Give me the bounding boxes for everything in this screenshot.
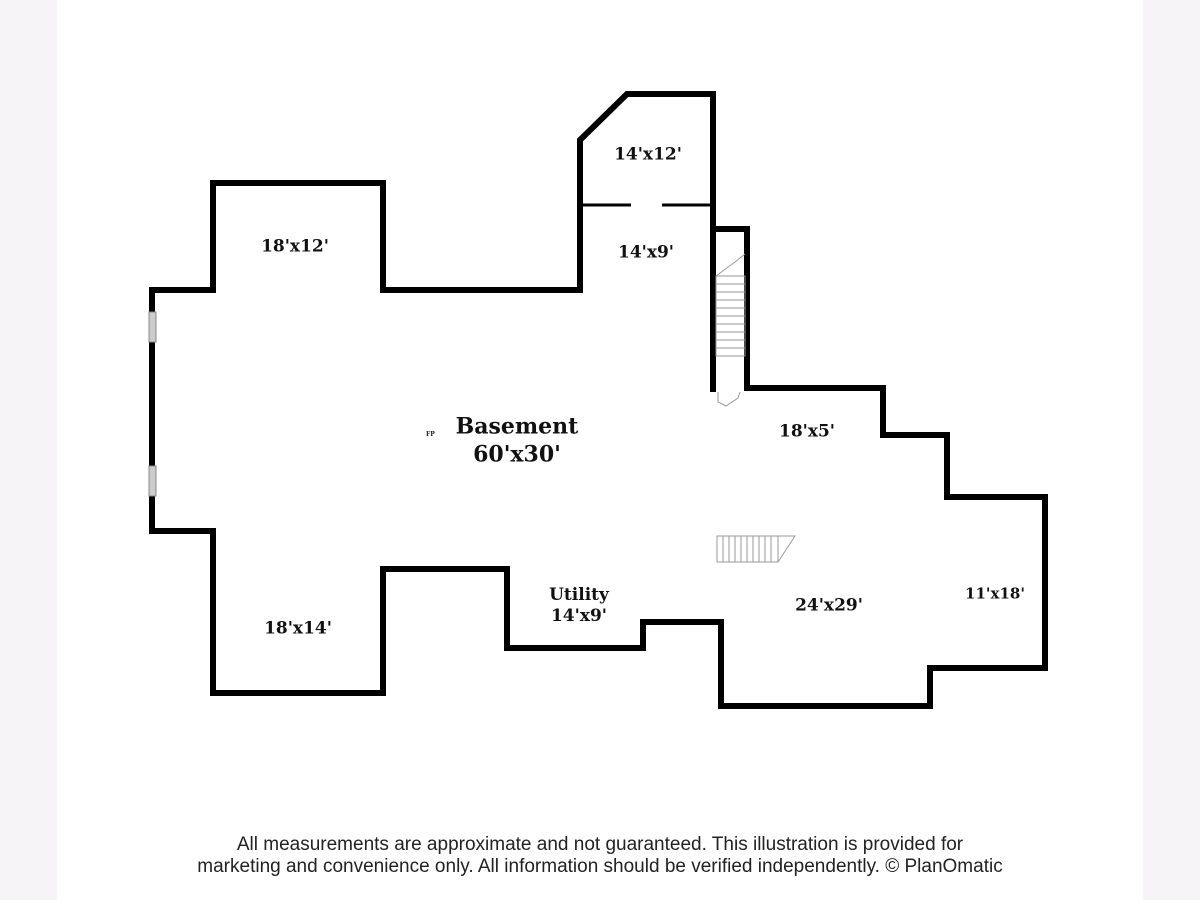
room-size-upper-hall: 14'x9'	[617, 242, 675, 263]
disclaimer-line-1: All measurements are approximate and not…	[236, 834, 964, 855]
disclaimer-line-2: marketing and convenience only. All info…	[197, 856, 1003, 877]
stairs-upper	[715, 253, 746, 407]
room-size-far-east: 11'x18'	[965, 584, 1025, 603]
utility-name: Utility	[549, 584, 609, 605]
window-upper	[148, 311, 157, 343]
disclaimer: All measurements are approximate and not…	[0, 834, 1200, 878]
stairs-lower	[716, 535, 796, 563]
window-lower	[148, 465, 157, 497]
main-room-size: 60'x30'	[473, 441, 561, 467]
room-size-top-left: 18'x12'	[261, 236, 329, 257]
room-size-bottom-left: 18'x14'	[264, 618, 332, 639]
room-size-top-closet: 14'x12'	[614, 144, 682, 165]
main-room-name: Basement	[455, 413, 579, 440]
fp-marker: FP	[426, 431, 435, 438]
room-size-south-east: 24'x29'	[795, 595, 863, 616]
exterior-walls	[149, 91, 1048, 709]
utility-size: 14'x9'	[550, 606, 608, 626]
room-size-east-nook: 18'x5'	[778, 421, 836, 442]
floor-plan-sheet	[57, 0, 1143, 900]
main-room-label: Basement 60'x30'	[456, 414, 579, 469]
utility-label: Utility 14'x9'	[549, 585, 609, 628]
